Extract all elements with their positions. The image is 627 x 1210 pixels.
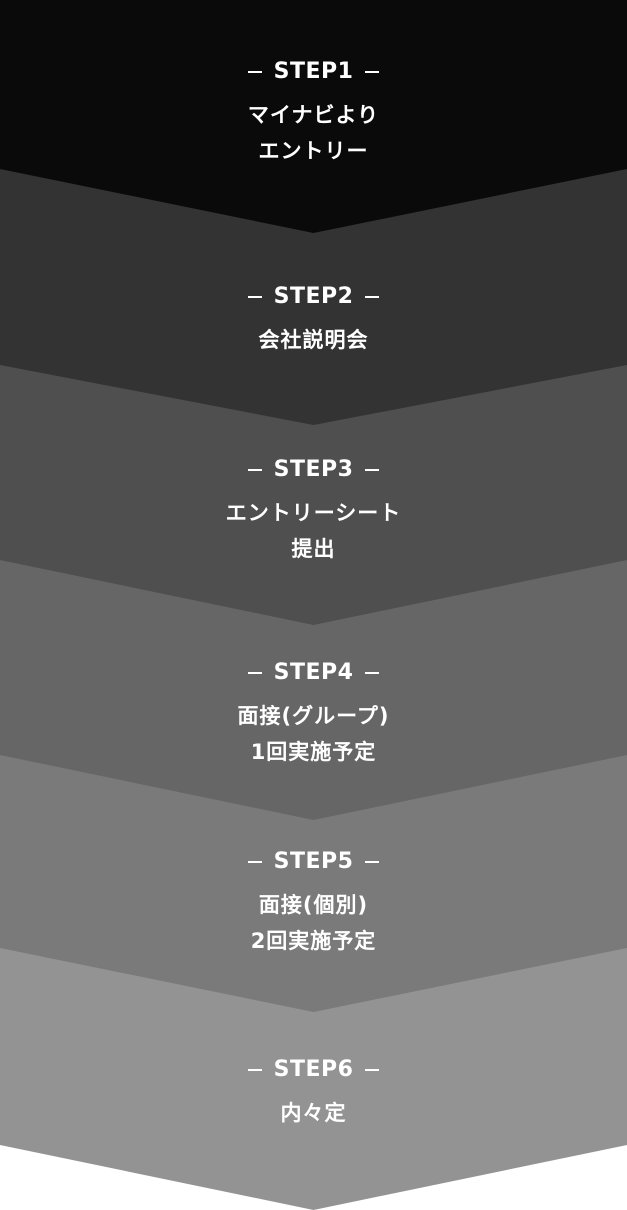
step-4-text: STEP4 面接(グループ) 1回実施予定 <box>0 658 627 770</box>
step-number: STEP1 <box>273 59 354 84</box>
dash-left <box>247 71 262 73</box>
description-line: エントリーシート <box>225 501 402 525</box>
step-description: エントリーシート提出 <box>0 495 627 567</box>
dash-left <box>247 672 262 674</box>
description-line: 2回実施予定 <box>250 929 377 953</box>
description-line: 内々定 <box>280 1101 347 1125</box>
step-label: STEP5 <box>0 847 627 877</box>
step-number: STEP5 <box>273 849 354 874</box>
step-description: マイナビよりエントリー <box>0 97 627 169</box>
step-label: STEP6 <box>0 1055 627 1085</box>
description-line: 1回実施予定 <box>250 740 377 764</box>
step-5-text: STEP5 面接(個別) 2回実施予定 <box>0 847 627 959</box>
description-line: 面接(個別) <box>258 893 369 917</box>
description-line: 会社説明会 <box>258 328 369 352</box>
step-1-text: STEP1 マイナビよりエントリー <box>0 57 627 169</box>
step-label: STEP2 <box>0 282 627 312</box>
dash-right <box>365 1069 380 1071</box>
step-description: 会社説明会 <box>0 322 627 358</box>
description-line: 提出 <box>291 537 336 561</box>
dash-right <box>365 861 380 863</box>
step-number: STEP6 <box>273 1057 354 1082</box>
dash-right <box>365 469 380 471</box>
dash-left <box>247 469 262 471</box>
description-line: マイナビより <box>247 103 380 127</box>
step-3-text: STEP3 エントリーシート提出 <box>0 455 627 567</box>
step-description: 内々定 <box>0 1095 627 1131</box>
step-label: STEP3 <box>0 455 627 485</box>
step-label: STEP1 <box>0 57 627 87</box>
step-label: STEP4 <box>0 658 627 688</box>
dash-left <box>247 1069 262 1071</box>
dash-right <box>365 71 380 73</box>
step-number: STEP4 <box>273 660 354 685</box>
step-description: 面接(個別) 2回実施予定 <box>0 887 627 959</box>
step-description: 面接(グループ) 1回実施予定 <box>0 698 627 770</box>
dash-left <box>247 296 262 298</box>
description-line: 面接(グループ) <box>237 704 390 728</box>
dash-right <box>365 296 380 298</box>
step-6-text: STEP6 内々定 <box>0 1055 627 1131</box>
step-number: STEP2 <box>273 284 354 309</box>
step-number: STEP3 <box>273 457 354 482</box>
step-2-text: STEP2 会社説明会 <box>0 282 627 358</box>
dash-right <box>365 672 380 674</box>
dash-left <box>247 861 262 863</box>
description-line: エントリー <box>258 139 369 163</box>
